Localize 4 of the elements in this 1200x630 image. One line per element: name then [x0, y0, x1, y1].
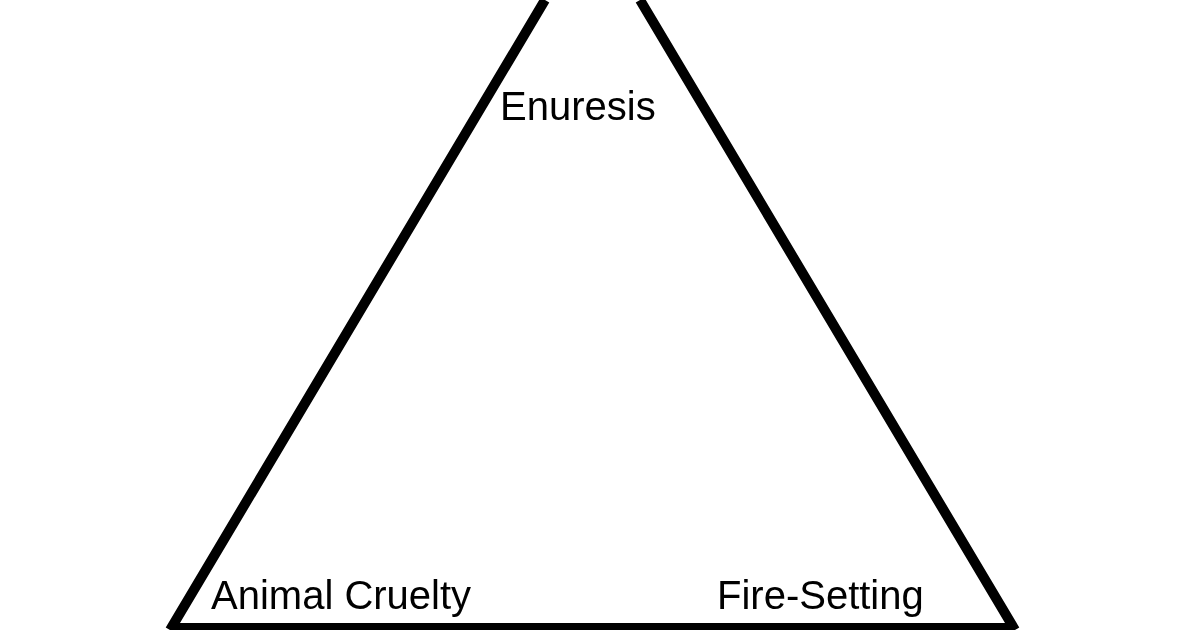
corner-label: Fire-Setting	[717, 572, 924, 619]
corner-label: Animal Cruelty	[211, 572, 472, 619]
corner-label: Enuresis	[500, 83, 656, 130]
triangle	[165, 0, 1020, 630]
